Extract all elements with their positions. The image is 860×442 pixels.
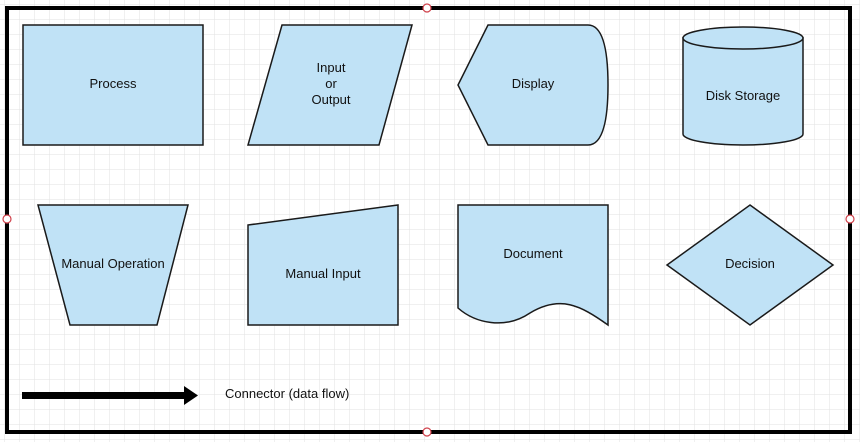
disk-storage-shape[interactable]: Disk Storage xyxy=(682,26,804,146)
connector-legend: Connector (data flow) xyxy=(22,386,349,405)
decision-label: Decision xyxy=(725,256,775,271)
disk-storage-label: Disk Storage xyxy=(706,88,780,103)
resize-handle-right[interactable] xyxy=(845,214,855,224)
document-shape[interactable]: Document xyxy=(457,204,609,327)
display-shape[interactable]: Display xyxy=(457,24,609,146)
manual-input-shape[interactable]: Manual Input xyxy=(247,204,399,326)
connector-arrow-head xyxy=(184,386,198,405)
manual-input-label: Manual Input xyxy=(285,266,361,281)
manual-operation-shape[interactable]: Manual Operation xyxy=(37,204,189,326)
display-label: Display xyxy=(512,76,555,91)
connector-arrow-shaft xyxy=(22,392,188,399)
manual-operation-label: Manual Operation xyxy=(61,256,164,271)
connector-label: Connector (data flow) xyxy=(225,386,349,401)
resize-handle-top[interactable] xyxy=(422,3,432,13)
document-label: Document xyxy=(503,246,563,261)
resize-handle-left[interactable] xyxy=(2,214,12,224)
input-output-label-line-3: Output xyxy=(311,92,350,107)
input-output-shape[interactable]: Input or Output xyxy=(247,24,413,146)
resize-handle-bottom[interactable] xyxy=(422,427,432,437)
process-shape[interactable]: Process xyxy=(22,24,204,146)
input-output-label-line-2: or xyxy=(325,76,337,91)
decision-shape[interactable]: Decision xyxy=(665,204,835,326)
process-label: Process xyxy=(90,76,137,91)
input-output-label-line-1: Input xyxy=(317,60,346,75)
